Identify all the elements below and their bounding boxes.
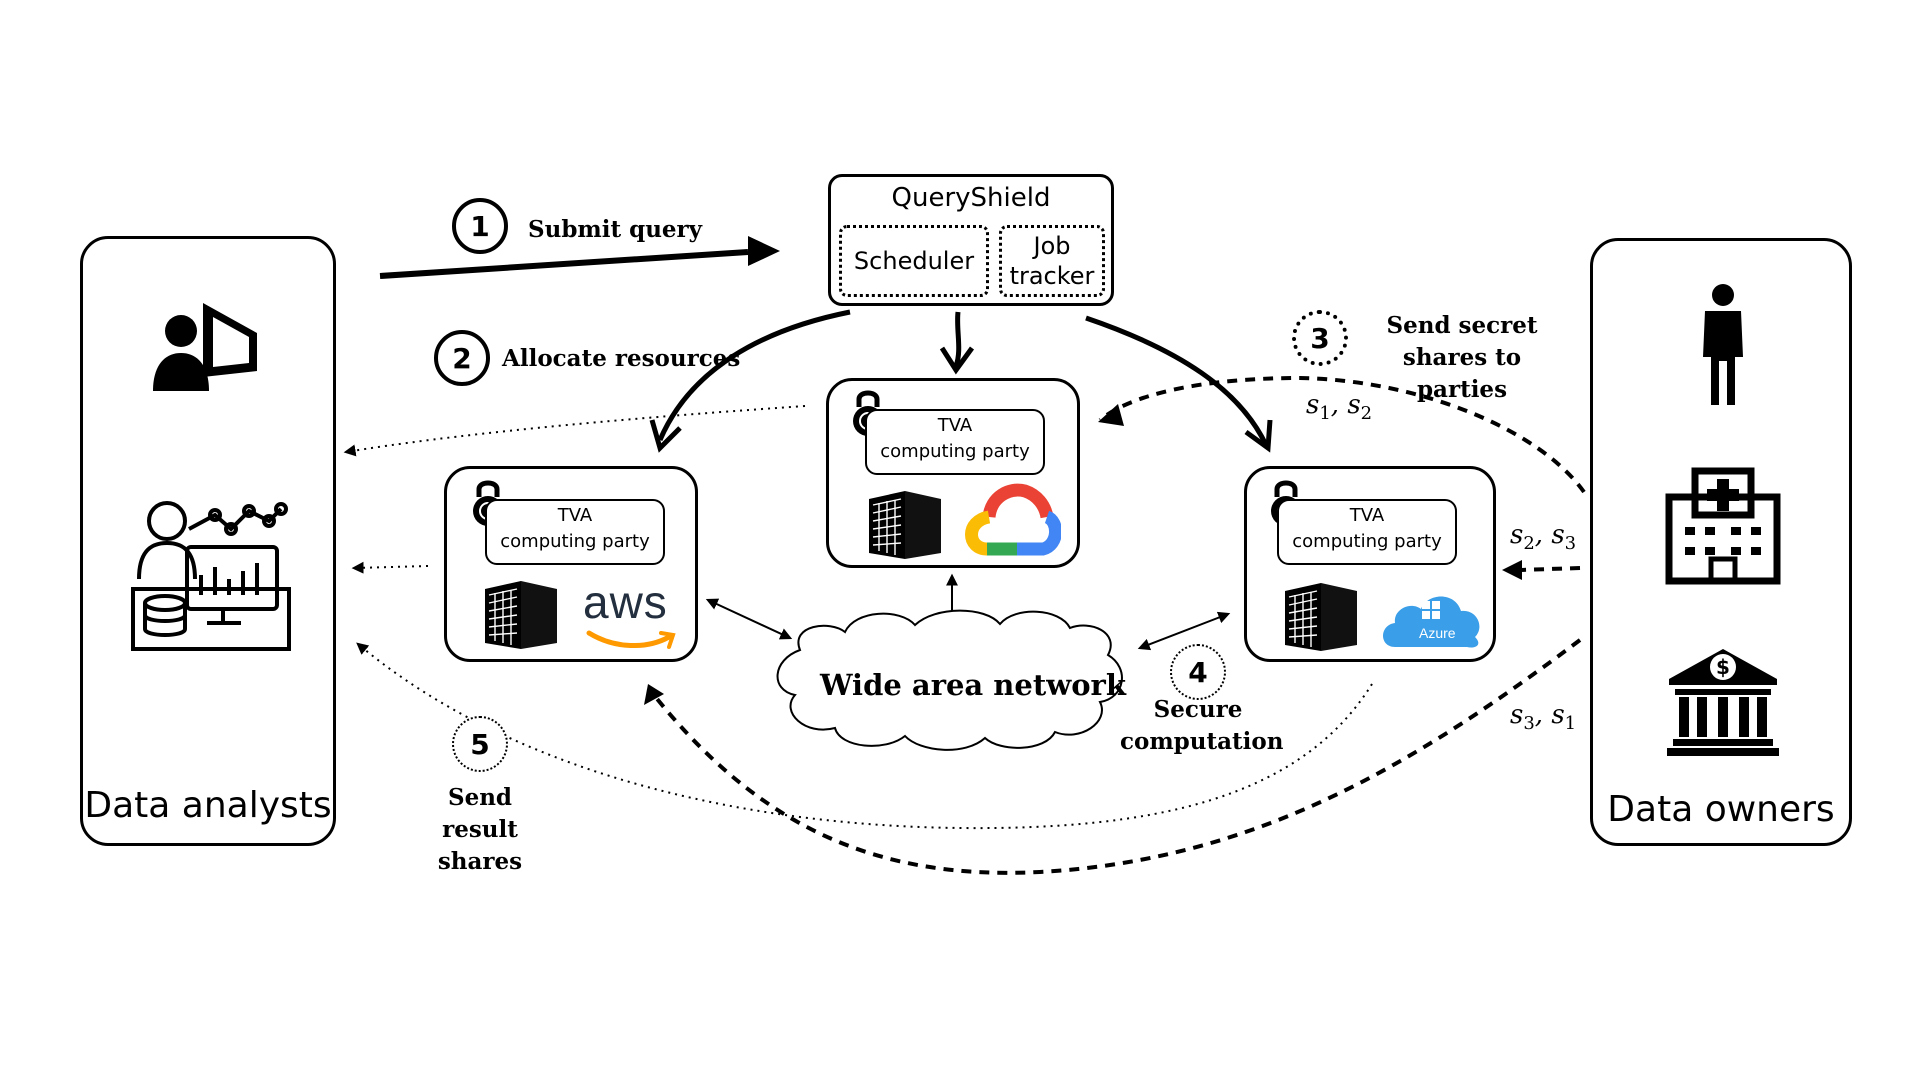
step-5-label-line1: Send result	[442, 784, 518, 843]
aws-smile-icon	[586, 630, 676, 649]
hospital-icon	[1665, 467, 1781, 585]
shares-arrowhead-bottom	[644, 684, 664, 705]
job-tracker-box: Job tracker	[999, 225, 1105, 297]
analyst-dashboard-icon	[131, 501, 291, 651]
step-1-badge: 1	[452, 198, 508, 254]
network-cloud	[776, 609, 1123, 751]
link-right-network	[1137, 611, 1231, 651]
result-arrow-mid	[351, 561, 429, 574]
step-2-label: Allocate resources	[502, 345, 741, 372]
azure-cloud-icon	[1383, 596, 1480, 648]
queryshield-title: QueryShield	[891, 183, 1051, 213]
step-3-label-line1: Send secret	[1386, 312, 1538, 339]
step-5-label-line2: shares	[437, 848, 523, 875]
job-tracker-label-2: tracker	[1009, 262, 1095, 290]
data-analysts-label: Data analysts	[84, 785, 332, 826]
tva-label-line1: TVA	[1349, 505, 1385, 526]
azure-logo-text: Azure	[1419, 625, 1456, 641]
tva-label-line2: computing party	[880, 441, 1030, 462]
step-5-label: Send result shares	[410, 782, 550, 878]
tva-label-line1: TVA	[937, 415, 973, 436]
bank-icon: $	[1667, 649, 1779, 756]
tva-label-box: TVA computing party	[1277, 499, 1457, 565]
server-rack-icon	[485, 581, 557, 649]
allocate-arrow-left	[657, 309, 851, 441]
aws-logo-text: aws	[583, 576, 668, 628]
tva-label-box: TVA computing party	[865, 409, 1045, 475]
step-4-label: Secure computation	[1120, 694, 1284, 758]
scheduler-label: Scheduler	[853, 247, 975, 275]
shares-label-bottom: s3, s1	[1510, 700, 1577, 735]
allocate-arrow-center	[953, 311, 962, 367]
step-1-label: Submit query	[528, 216, 703, 243]
server-rack-icon	[1285, 583, 1357, 651]
step-3-badge: 3	[1292, 310, 1348, 366]
shares-arrow-bottom	[648, 638, 1582, 875]
submit-query-arrow	[379, 249, 749, 279]
party-node-aws: TVA computing party aws	[444, 466, 698, 662]
shares-arrowhead-top	[1098, 404, 1124, 426]
google-cloud-icon	[965, 483, 1061, 556]
tva-label-line1: TVA	[557, 505, 593, 526]
data-owners-panel: $ Data owners	[1590, 238, 1852, 846]
shares-arrow-top	[1098, 375, 1586, 494]
step-2-badge: 2	[434, 330, 490, 386]
wide-area-network-label: Wide area network	[820, 668, 1126, 702]
allocate-arrowhead-center	[939, 346, 975, 375]
tva-label-box: TVA computing party	[485, 499, 665, 565]
submit-query-arrowhead	[748, 236, 780, 266]
allocate-arrow-right	[1085, 315, 1269, 447]
result-arrow-top	[343, 405, 806, 457]
queryshield-box: QueryShield Scheduler Job tracker	[828, 174, 1114, 306]
scheduler-box: Scheduler	[839, 225, 989, 297]
shares-arrow-mid	[1519, 566, 1581, 572]
svg-text:$: $	[1716, 655, 1730, 679]
step-3-label: Send secret shares to parties	[1362, 310, 1562, 406]
step-4-label-line2: computation	[1120, 728, 1284, 755]
tva-label-line2: computing party	[1292, 531, 1442, 552]
data-analysts-panel: Data analysts	[80, 236, 336, 846]
allocate-arrowhead-left	[649, 419, 682, 453]
job-tracker-label-1: Job	[1033, 232, 1071, 260]
allocate-arrowhead-right	[1244, 419, 1273, 453]
shares-label-mid: s2, s3	[1510, 520, 1577, 555]
shares-label-top: s1, s2	[1306, 390, 1373, 425]
server-rack-icon	[869, 491, 941, 559]
link-left-network	[705, 598, 793, 640]
step-4-label-line1: Secure	[1153, 696, 1243, 723]
person-icon	[1703, 284, 1743, 405]
presenter-icon	[153, 303, 257, 391]
shares-arrowhead-mid	[1502, 560, 1522, 580]
tva-label-line2: computing party	[500, 531, 650, 552]
party-node-gcp: TVA computing party	[826, 378, 1080, 568]
party-node-azure: TVA computing party Azure	[1244, 466, 1496, 662]
data-owners-label: Data owners	[1607, 789, 1835, 830]
step-3-label-line2: shares to parties	[1402, 344, 1522, 403]
step-5-badge: 5	[452, 716, 508, 772]
step-4-badge: 4	[1170, 644, 1226, 700]
